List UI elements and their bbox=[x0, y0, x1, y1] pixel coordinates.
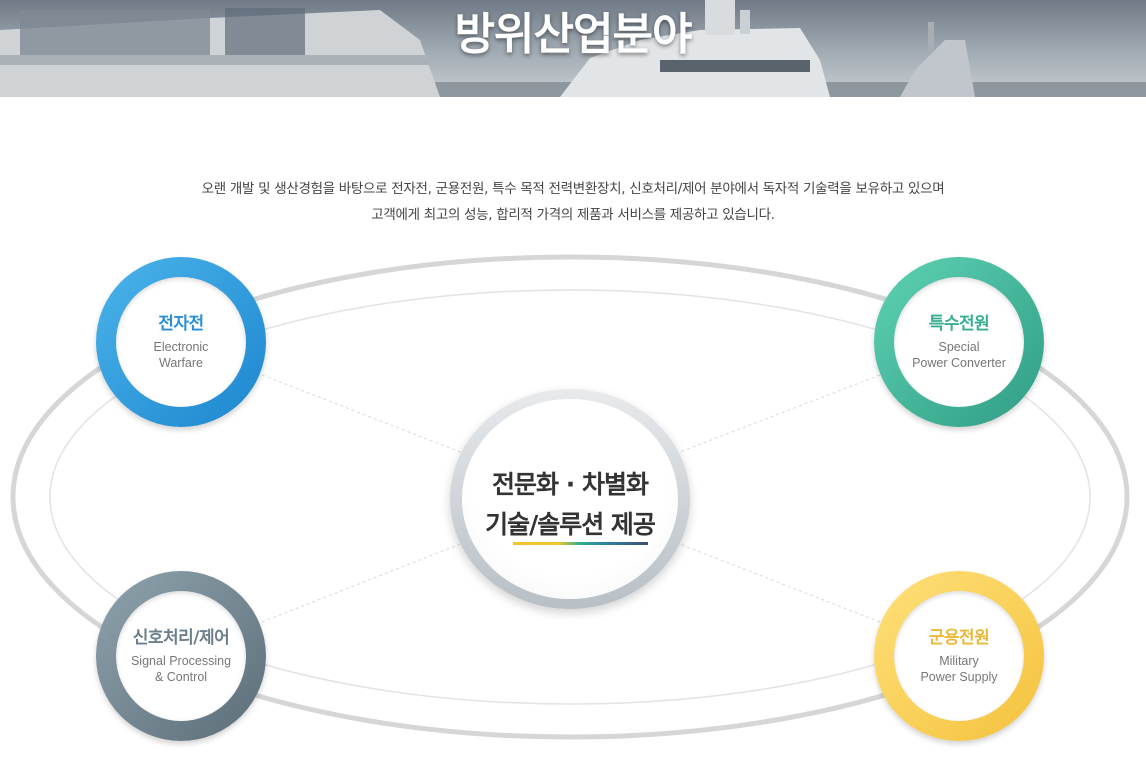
node-electronic-warfare-face: 전자전 Electronic Warfare bbox=[116, 277, 246, 407]
center-color-bar bbox=[513, 542, 648, 545]
node-military-power-subtitle: Military Power Supply bbox=[894, 653, 1024, 685]
node-special-power: 특수전원 Special Power Converter bbox=[874, 257, 1044, 427]
node-special-power-title: 특수전원 bbox=[894, 309, 1024, 334]
center-hub: 전문화 · 차별화 기술/솔루션 제공 bbox=[450, 389, 690, 609]
node-signal-processing-face: 신호처리/제어 Signal Processing & Control bbox=[116, 591, 246, 721]
node-electronic-warfare: 전자전 Electronic Warfare bbox=[96, 257, 266, 427]
connector-bottom-left bbox=[262, 541, 468, 622]
node-electronic-warfare-subtitle: Electronic Warfare bbox=[116, 339, 246, 371]
node-electronic-warfare-title: 전자전 bbox=[116, 309, 246, 334]
node-signal-processing-title: 신호처리/제어 bbox=[116, 623, 246, 648]
node-special-power-face: 특수전원 Special Power Converter bbox=[894, 277, 1024, 407]
center-title-line-1: 전문화 · 차별화 bbox=[462, 465, 678, 501]
connector-top-right bbox=[672, 375, 880, 455]
node-military-power-face: 군용전원 Military Power Supply bbox=[894, 591, 1024, 721]
connector-bottom-right bbox=[672, 541, 880, 622]
node-signal-processing-subtitle: Signal Processing & Control bbox=[116, 653, 246, 685]
center-title-line-2: 기술/솔루션 제공 bbox=[462, 505, 678, 541]
node-special-power-subtitle: Special Power Converter bbox=[894, 339, 1024, 371]
node-signal-processing: 신호처리/제어 Signal Processing & Control bbox=[96, 571, 266, 741]
connector-top-left bbox=[262, 375, 468, 455]
node-military-power: 군용전원 Military Power Supply bbox=[874, 571, 1044, 741]
node-military-power-title: 군용전원 bbox=[894, 623, 1024, 648]
center-hub-face: 전문화 · 차별화 기술/솔루션 제공 bbox=[462, 399, 678, 599]
